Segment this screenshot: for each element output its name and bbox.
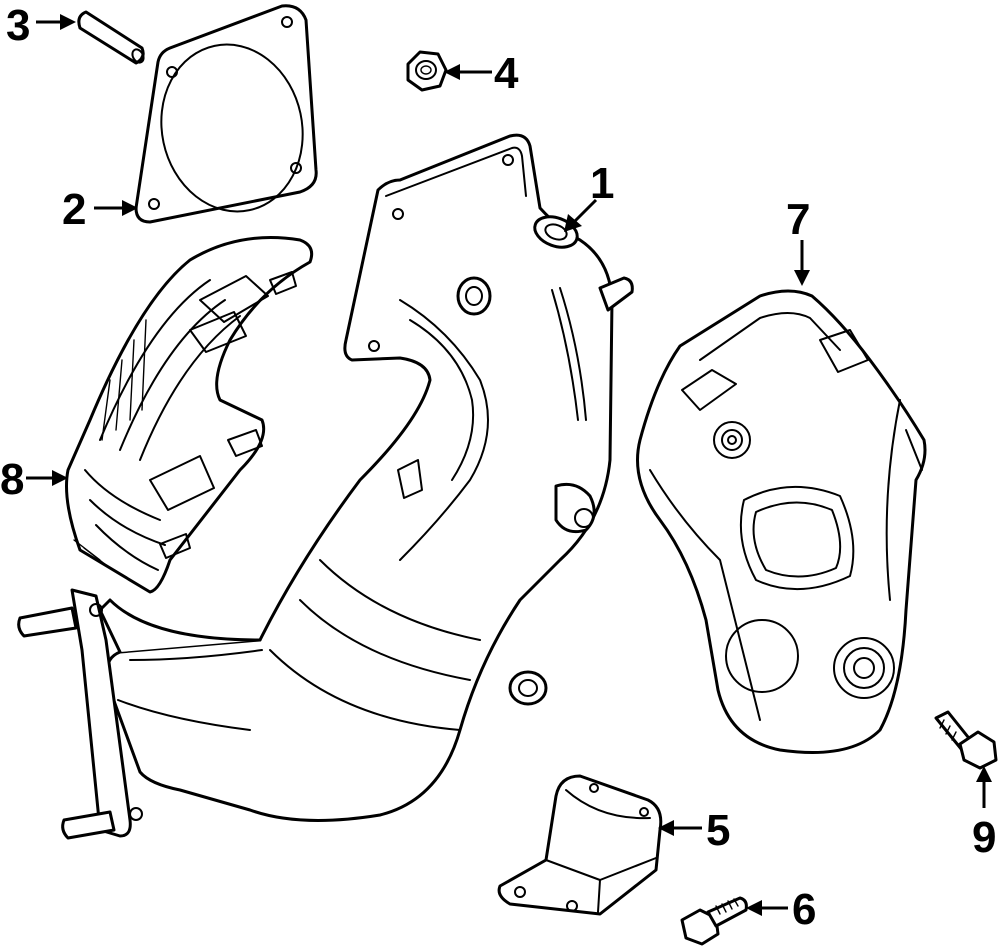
callout-1: 1 — [564, 159, 614, 232]
outlet-flange-studs — [17, 588, 143, 840]
callout-label-3: 3 — [6, 1, 30, 50]
callout-7: 7 — [786, 195, 810, 286]
callout-label-2: 2 — [62, 185, 86, 234]
part-2-gasket — [134, 4, 318, 224]
part-3-dowel-pin — [77, 10, 145, 65]
callout-4: 4 — [444, 49, 519, 98]
callout-label-8: 8 — [0, 455, 24, 504]
part-9-bolt — [934, 710, 998, 770]
callout-label-6: 6 — [792, 885, 816, 934]
part-7-heat-shield — [636, 289, 927, 754]
part-8-heat-shield — [65, 236, 314, 594]
part-6-bolt — [680, 896, 748, 946]
callout-2: 2 — [62, 185, 138, 234]
callout-8: 8 — [0, 455, 68, 504]
callout-label-7: 7 — [786, 195, 810, 244]
part-4-nut — [406, 50, 448, 92]
callout-6: 6 — [746, 885, 816, 934]
callout-label-1: 1 — [590, 159, 614, 208]
callout-label-4: 4 — [494, 49, 519, 98]
callout-5: 5 — [658, 806, 730, 855]
callout-label-5: 5 — [706, 806, 730, 855]
part-5-bracket — [497, 774, 663, 916]
callout-3: 3 — [6, 1, 76, 50]
callout-label-9: 9 — [972, 813, 996, 862]
callout-9: 9 — [972, 766, 996, 862]
